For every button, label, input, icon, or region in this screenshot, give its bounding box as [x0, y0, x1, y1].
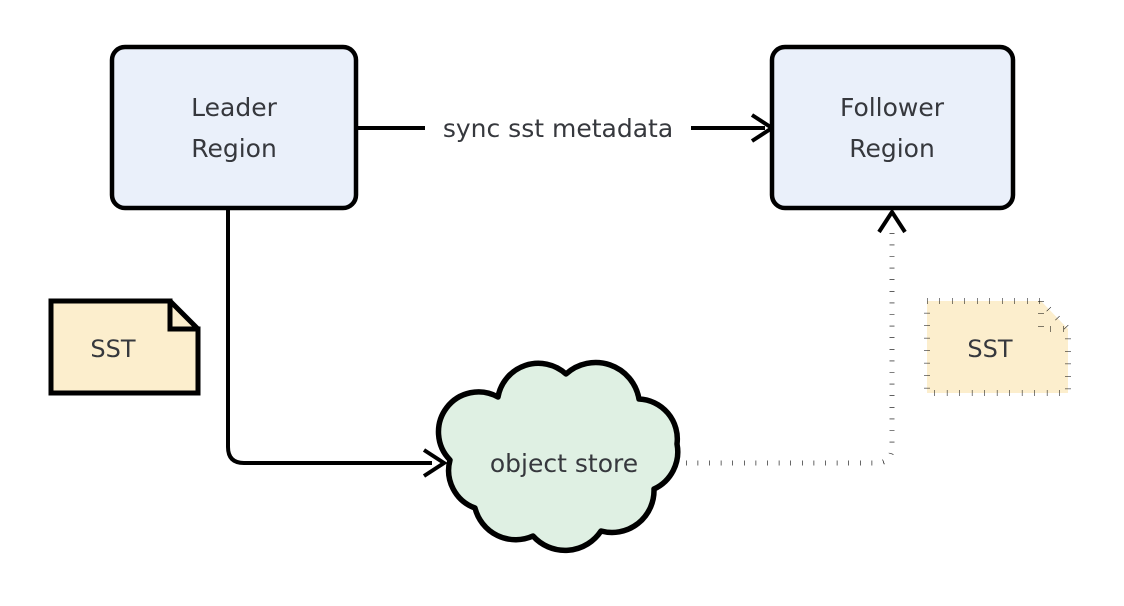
leader-region-label-line1: Leader [191, 93, 277, 122]
sst-follower-fill [927, 301, 1068, 393]
object-store-cloud[interactable] [435, 359, 681, 554]
node-object-store[interactable]: object store [435, 359, 681, 554]
leader-region-box[interactable] [109, 44, 359, 211]
edge-leader-to-follower: sync sst metadata [356, 107, 776, 149]
follower-region-label-line1: Follower [840, 93, 945, 122]
object-store-label: object store [490, 449, 638, 478]
edge-leader-to-object-store-line [226, 208, 432, 465]
edge-label-sync-sst-metadata: sync sst metadata [443, 114, 673, 143]
edge-object-store-to-follower [686, 208, 907, 466]
follower-region-box[interactable] [769, 44, 1016, 211]
sst-follower-label: SST [967, 335, 1012, 363]
sst-leader-label: SST [90, 335, 135, 363]
edge-object-store-to-follower-arrowhead [877, 208, 907, 234]
node-sst-leader[interactable]: SST [48, 298, 201, 396]
sst-leader-body[interactable] [48, 298, 201, 396]
edge-leader-to-object-store-arrowhead [422, 448, 448, 478]
sst-leader-fold-corner [167, 298, 201, 332]
node-sst-follower[interactable]: SST [924, 298, 1071, 396]
leader-region-label-line2: Region [191, 134, 277, 163]
follower-region-label-line2: Region [849, 134, 935, 163]
edge-label-backdrop [425, 107, 691, 149]
node-follower-region[interactable]: Follower Region [769, 44, 1016, 211]
node-leader-region[interactable]: Leader Region [109, 44, 359, 211]
edge-leader-to-object-store [226, 208, 448, 478]
edge-object-store-to-follower-line [686, 226, 895, 466]
